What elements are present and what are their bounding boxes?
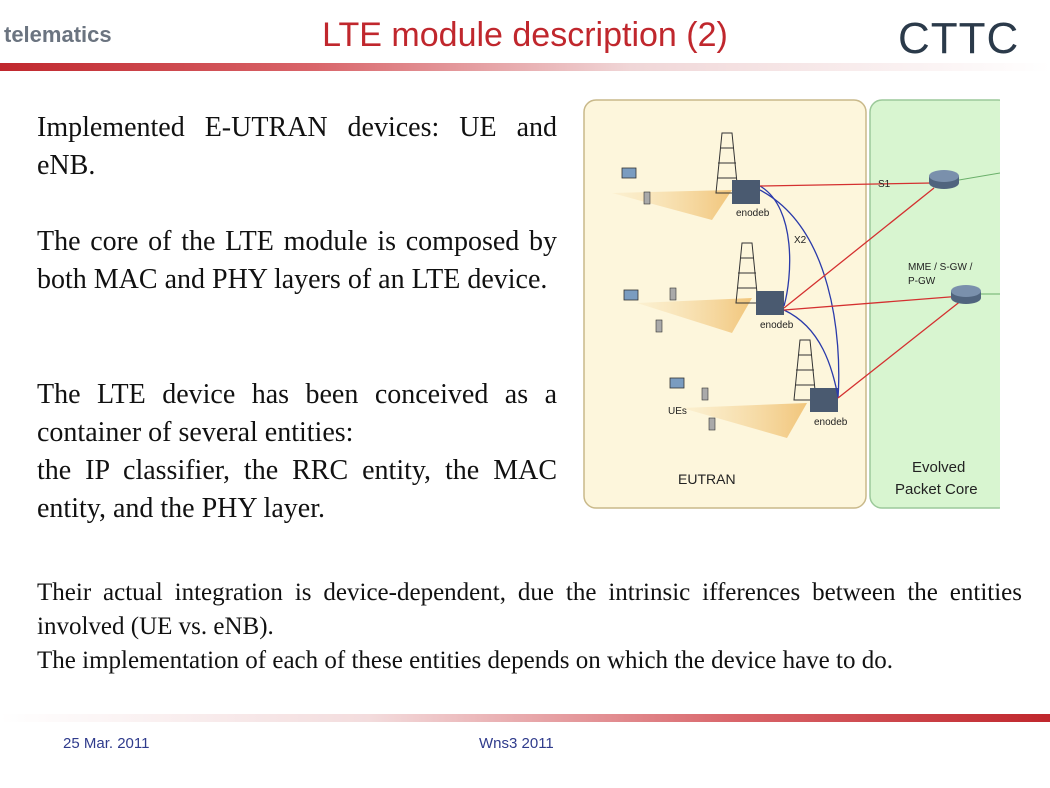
enodeb-box	[756, 291, 784, 315]
ues-label: UEs	[668, 406, 687, 417]
s1-label: S1	[878, 179, 891, 190]
paragraph-container: The LTE device has been conceived as a c…	[37, 379, 557, 524]
footer-divider	[0, 714, 1050, 722]
s1-links	[759, 182, 963, 399]
footer-event: Wns3 2011	[479, 735, 554, 752]
implementation-paragraph: The implementation of each of these enti…	[37, 647, 893, 674]
enodeb-label: enodeb	[814, 417, 848, 428]
header-divider	[0, 63, 1050, 71]
router-icon	[951, 285, 981, 304]
laptop-icon	[623, 289, 639, 301]
enodeb-label: enodeb	[760, 320, 794, 331]
epc-label: Packet Core	[895, 481, 978, 498]
cttc-logo: CTTC	[898, 14, 1020, 63]
laptop-icon	[669, 377, 685, 389]
phone-icon	[701, 387, 709, 401]
telematics-logo: telematics	[4, 22, 112, 47]
router-uplink	[958, 172, 1000, 181]
x2-links	[759, 185, 840, 399]
eutran-label: EUTRAN	[678, 471, 736, 487]
x2-label: X2	[794, 235, 807, 246]
enodeb-box	[732, 180, 760, 204]
footer-date: 25 Mar. 2011	[63, 735, 150, 752]
coverage-beam	[637, 298, 752, 333]
coverage-beam	[682, 403, 807, 438]
phone-icon	[669, 287, 677, 301]
laptop-icon	[621, 167, 637, 179]
lte-architecture-diagram: enodeb enodeb enodeb UEs X2 S1 MME / S-G…	[583, 99, 1000, 509]
enodeb-label: enodeb	[736, 208, 770, 219]
phone-icon	[708, 417, 716, 431]
phone-icon	[655, 319, 663, 333]
mme-label: P-GW	[908, 276, 936, 287]
enodeb-box	[810, 388, 838, 412]
coverage-beam	[612, 190, 732, 220]
paragraph-core: The core of the LTE module is composed b…	[37, 226, 557, 295]
epc-label: Evolved	[912, 459, 965, 476]
epc-area	[869, 99, 1000, 509]
router-icon	[929, 170, 959, 189]
mme-label: MME / S-GW /	[908, 262, 973, 273]
integration-paragraph: Their actual integration is device-depen…	[37, 579, 1022, 640]
paragraph-devices: Implemented E-UTRAN devices: UE and eNB.	[37, 112, 557, 181]
slide-title: LTE module description (2)	[322, 16, 728, 54]
bottom-paragraphs: Their actual integration is device-depen…	[37, 576, 1022, 678]
phone-icon	[643, 191, 651, 205]
